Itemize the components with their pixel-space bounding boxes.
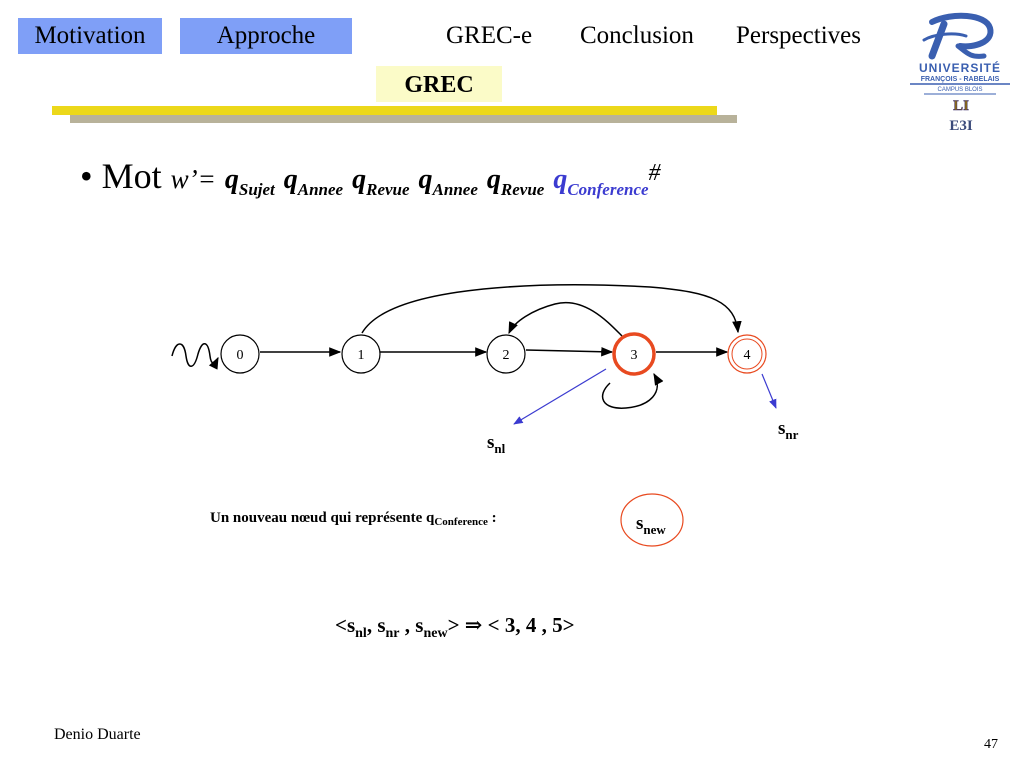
logo-lab: LI: [953, 98, 969, 114]
university-r-logo-icon: [922, 12, 994, 60]
transition-1-4: [361, 284, 742, 334]
label-s-nr: snr: [778, 418, 799, 442]
state-3: [612, 332, 656, 376]
q-term: qSujet: [224, 164, 275, 199]
state-label: 2: [503, 348, 510, 363]
q-term: qAnnee: [283, 164, 344, 199]
transition-3-2: [508, 301, 623, 337]
nav-tab-motivation[interactable]: Motivation: [18, 18, 162, 54]
state-label: 4: [744, 348, 751, 363]
state-mapping: <snl, snr , snew> ⇒ < 3, 4 , 5>: [335, 613, 575, 641]
bullet-formula: • Mot w’= qSujet qAnnee qRevue qAnnee qR…: [80, 156, 661, 199]
new-node-circle: [620, 493, 684, 547]
label-s-nl: snl: [487, 432, 506, 456]
logo-title: UNIVERSITÉ: [919, 60, 1001, 75]
logo-lab2: E3I: [949, 118, 973, 134]
new-node-description: Un nouveau nœud qui représente qConferen…: [210, 510, 497, 528]
nav-tab-conclusion[interactable]: Conclusion: [580, 22, 694, 49]
nav-tab-grec-e[interactable]: GREC-e: [446, 22, 533, 49]
state-label: 3: [631, 348, 638, 363]
state-label: 1: [358, 348, 365, 363]
logo-line1: FRANÇOIS - RABELAIS: [921, 76, 1000, 83]
q-term-conference: qConference: [553, 164, 649, 199]
nav-tab-approche[interactable]: Approche: [180, 18, 352, 54]
pointer-s-nl: [513, 368, 607, 425]
state-4: [727, 334, 767, 374]
q-term: qRevue: [486, 164, 545, 199]
mot-label: Mot: [101, 156, 162, 196]
q-term: qAnnee: [418, 164, 478, 199]
w-prime: w’=: [170, 164, 216, 194]
logo-line2: CAMPUS BLOIS: [937, 87, 982, 93]
state-2: [486, 334, 526, 374]
page-number: 47: [984, 737, 998, 752]
header-divider-shadow: [70, 115, 737, 123]
label-s-new: snew: [636, 513, 666, 537]
initial-arrow: [171, 343, 219, 370]
state-1: [341, 334, 381, 374]
transition-3-3-loop: [601, 372, 664, 409]
pointer-s-nr: [761, 373, 777, 409]
nav-tab-perspectives[interactable]: Perspectives: [736, 22, 861, 49]
footer-author: Denio Duarte: [54, 726, 141, 743]
university-logo: UNIVERSITÉ FRANÇOIS - RABELAIS CAMPUS BL…: [910, 12, 1010, 134]
state-4-accept-ring: [731, 338, 763, 370]
transition-2-3: [525, 346, 614, 357]
state-label: 0: [237, 348, 244, 363]
header-divider: [52, 106, 717, 115]
q-term: qRevue: [352, 164, 410, 199]
state-0: [220, 334, 260, 374]
nav-subtab-grec[interactable]: GREC: [376, 66, 502, 102]
end-marker: #: [648, 160, 661, 186]
